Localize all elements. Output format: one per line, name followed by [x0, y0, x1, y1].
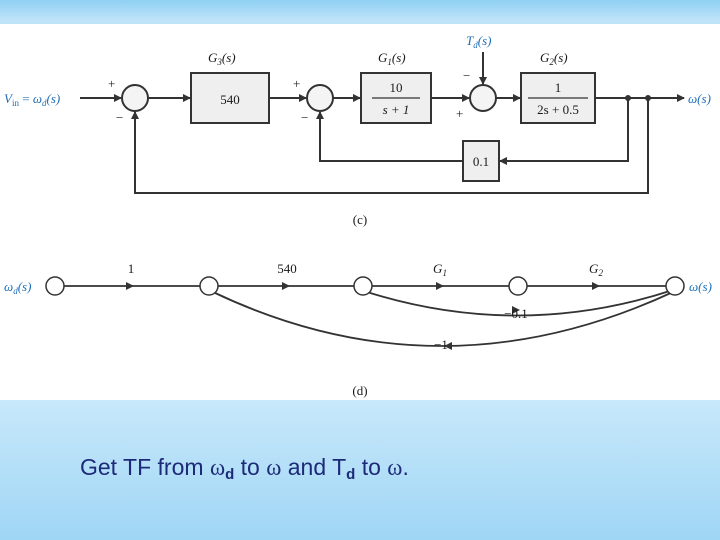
g2-branch-label: G2	[589, 261, 603, 278]
flow-input-label: ωd(s)	[4, 279, 31, 296]
caption-text-4: to	[355, 454, 388, 480]
output-label-c: ω(s)	[688, 91, 711, 106]
node-output	[665, 276, 685, 296]
loop-inner	[366, 289, 674, 317]
block-and-flow-diagrams: Vin = ωd(s) + − + − − + G3(s) 540 G1(s) …	[4, 33, 712, 398]
branch-arrow-g1	[436, 282, 444, 290]
inner-feedback-path	[499, 98, 629, 165]
caption-d: (d)	[352, 383, 367, 398]
branch-arrow-g2	[592, 282, 600, 290]
summing-junction-3	[469, 84, 497, 112]
sum3-minus-sign: −	[463, 68, 470, 83]
node-4	[508, 276, 528, 296]
g1-numerator: 10	[390, 80, 403, 95]
g1-label: G1(s)	[378, 50, 406, 67]
caption-omega-1: ω	[209, 455, 226, 480]
gain-540-label: 540	[277, 261, 297, 276]
figure-panel: Vin = ωd(s) + − + − − + G3(s) 540 G1(s) …	[0, 24, 720, 400]
caption-text-1: Get TF from	[80, 454, 210, 480]
slide-caption: Get TF from ωd to ω and Td to ω.	[80, 454, 700, 483]
loop-inner-arrow	[512, 306, 520, 314]
caption-sub-1: d	[225, 466, 235, 483]
loop-inner-gain: −0.1	[504, 306, 528, 321]
branch-arrow-540	[282, 282, 290, 290]
caption-text-2: to	[234, 454, 267, 480]
caption-text-5: .	[402, 454, 409, 480]
g2-label: G2(s)	[540, 50, 568, 67]
pickoff-point-1	[625, 95, 631, 101]
caption-c: (c)	[353, 212, 367, 227]
sum2-plus-sign: +	[293, 76, 300, 91]
g3-label: G3(s)	[208, 50, 236, 67]
signal-flow-graph-d	[64, 282, 674, 350]
inner-feedback-return	[316, 111, 463, 162]
node-3	[353, 276, 373, 296]
loop-outer	[212, 291, 674, 347]
loop-outer-gain: −1	[434, 337, 448, 352]
pickoff-point-2	[645, 95, 651, 101]
g1-branch-label: G1	[433, 261, 447, 278]
g2-denominator: 2s + 0.5	[537, 102, 579, 117]
g2-numerator: 1	[555, 80, 562, 95]
node-input	[45, 276, 65, 296]
feedback-gain-value: 0.1	[473, 154, 489, 169]
summing-junction-2	[306, 84, 334, 112]
flow-output-label: ω(s)	[689, 279, 712, 294]
caption-omega-2: ω	[266, 455, 282, 480]
caption-text-3: and T	[281, 454, 347, 480]
sum2-minus-sign: −	[301, 110, 308, 125]
caption-omega-3: ω	[387, 455, 403, 480]
sum3-plus-sign: +	[456, 106, 463, 121]
gain-1-label: 1	[128, 261, 135, 276]
branch-arrow-1	[126, 282, 134, 290]
outer-feedback-path	[131, 98, 649, 194]
g1-denominator: s + 1	[383, 102, 410, 117]
node-2	[199, 276, 219, 296]
input-label: Vin = ωd(s)	[4, 91, 60, 108]
caption-sub-2: d	[346, 466, 356, 483]
block-diagram-c	[80, 52, 685, 194]
sum1-minus-sign: −	[116, 110, 123, 125]
sum1-plus-sign: +	[108, 76, 115, 91]
g3-value: 540	[220, 92, 240, 107]
disturbance-label: Td(s)	[466, 33, 491, 50]
summing-junction-1	[121, 84, 149, 112]
loop-outer-arrow	[444, 342, 452, 350]
